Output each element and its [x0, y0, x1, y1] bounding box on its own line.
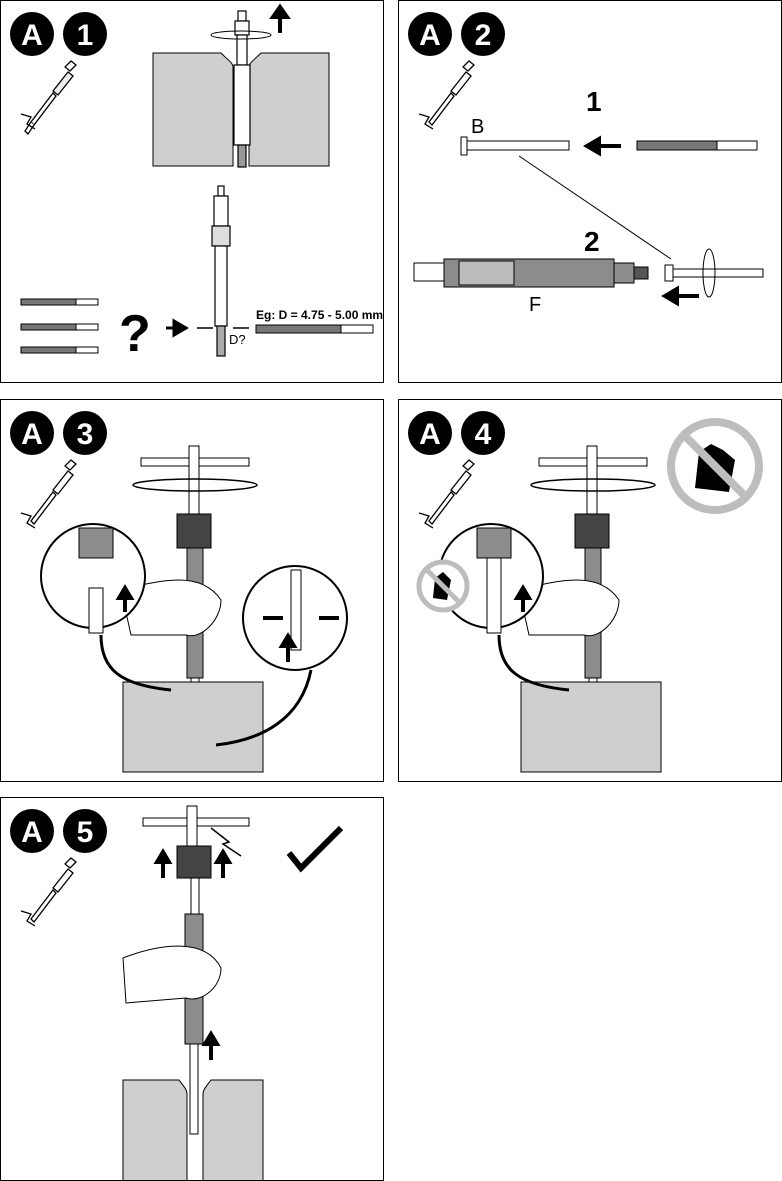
rotation-arrow [210, 30, 272, 40]
up-arrow-icon-2 [213, 848, 233, 878]
t-handle [142, 805, 250, 847]
no-hand-icon [667, 418, 763, 514]
pointer-line [518, 155, 672, 260]
up-arrow-icon-3 [201, 1030, 221, 1060]
gauge-tube [636, 140, 758, 151]
knurled-nut [176, 845, 212, 879]
zoom-shaft [486, 557, 502, 634]
engine-block [122, 1079, 264, 1180]
label-b: B [471, 116, 484, 138]
rotation-arrow [132, 478, 258, 492]
zoom-rod [290, 569, 302, 651]
badge-letter-circle [10, 12, 54, 56]
spark-icon [210, 827, 242, 857]
engine-block [152, 52, 330, 167]
diameter-label: D? [229, 332, 246, 347]
engine-block [520, 681, 662, 773]
badge-number: 1 [77, 19, 94, 52]
label-f: F [529, 294, 541, 316]
badge-letter: A [419, 418, 441, 451]
panel-a5-illustration: A 5 [10, 805, 344, 1180]
zoom-shaft [88, 587, 104, 634]
right-arrow-icon [166, 318, 189, 338]
zoom-nut [78, 527, 114, 559]
gauge-selected [255, 324, 374, 334]
gauge-in-tool [664, 264, 764, 282]
badge-number: 5 [77, 816, 94, 849]
panel-a2-illustration: A 2 1 B 2 F [408, 12, 764, 316]
example-text: Eg: D = 4.75 - 5.00 mm [256, 308, 383, 322]
zoom-nut [476, 527, 512, 559]
glow-plug-icon [418, 459, 475, 529]
tool-f [413, 258, 649, 288]
curved-arrow [497, 634, 570, 692]
hand [122, 945, 222, 1004]
panel-a1: A 1 ? D? Eg: D = 4.75 - 5.00 mm [0, 0, 384, 383]
hand [120, 579, 222, 637]
rotation-arrow [702, 248, 716, 298]
left-arrow-icon [661, 285, 699, 307]
glow-plug-in-block [233, 10, 251, 168]
glow-plug-icon [20, 857, 77, 927]
glow-plug [211, 185, 231, 357]
question-mark: ? [119, 305, 151, 363]
panel-a4: A 4 [398, 399, 782, 782]
panel-a2: A 2 1 B 2 F [398, 0, 782, 383]
engine-block [122, 681, 264, 773]
panel-a4-illustration: A 4 [408, 411, 763, 773]
up-arrow-icon [513, 584, 533, 612]
no-hand-icon-small [416, 559, 470, 613]
badge-letter: A [21, 19, 43, 52]
extractor-tip [189, 1043, 199, 1135]
up-arrow-icon [153, 848, 173, 878]
pin-b [460, 136, 570, 156]
badge-letter: A [419, 19, 441, 52]
badge-letter: A [21, 816, 43, 849]
up-arrow-icon [269, 3, 291, 33]
left-arrow-icon [583, 135, 621, 157]
panel-a3-illustration: A 3 [10, 411, 348, 773]
extractor-rod [190, 877, 200, 915]
panel-a3: A 3 [0, 399, 384, 782]
glow-plug-icon [418, 60, 475, 130]
badge-number: 4 [475, 418, 492, 451]
checkmark-icon [286, 825, 344, 873]
panel-a5: A 5 [0, 797, 384, 1181]
badge-number-circle [63, 12, 107, 56]
badge-number: 2 [475, 19, 492, 52]
step-1-label: 1 [586, 86, 602, 117]
badge-number: 3 [77, 418, 94, 451]
panel-a1-illustration: A 1 ? D? Eg: D = 4.75 - 5.00 mm [10, 3, 383, 363]
curved-arrow [99, 634, 172, 692]
step-2-label: 2 [584, 226, 600, 257]
curved-arrow-2 [215, 669, 313, 747]
up-arrow-icon [278, 632, 298, 662]
rotation-arrow [530, 478, 656, 492]
up-arrow-icon [115, 584, 135, 612]
gauge-set [20, 298, 99, 354]
knurled-nut [574, 513, 610, 549]
glow-plug-icon [20, 60, 77, 136]
hand [518, 579, 620, 637]
badge-letter: A [21, 418, 43, 451]
knurled-nut [176, 513, 212, 549]
glow-plug-icon [20, 459, 77, 529]
